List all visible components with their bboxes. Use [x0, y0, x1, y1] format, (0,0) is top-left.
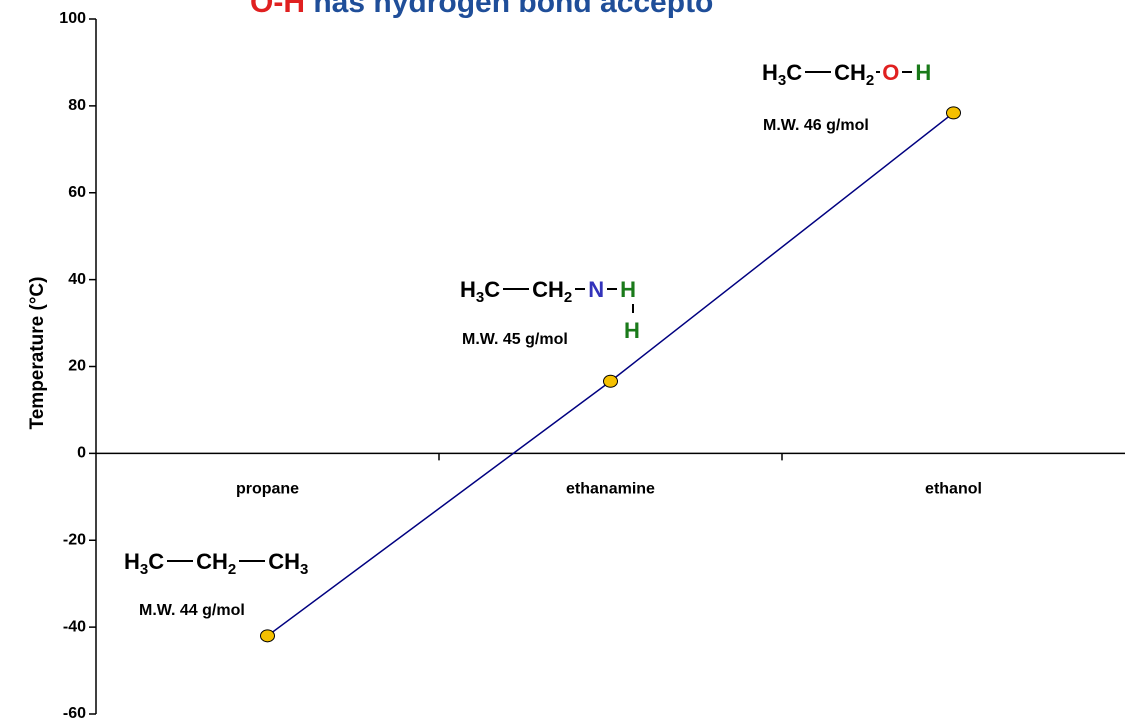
- ethanol-molecular-weight: M.W. 46 g/mol: [763, 117, 869, 134]
- single-bond: [902, 71, 913, 73]
- category-label: ethanamine: [566, 480, 655, 497]
- y-tick-label: 0: [77, 445, 86, 462]
- amine-hydrogen: H: [624, 318, 640, 343]
- series-line: [267, 112, 954, 637]
- hydrogen-atom: H: [620, 277, 637, 302]
- single-bond: [876, 71, 881, 73]
- ethanamine-molecular-weight: M.W. 45 g/mol: [462, 331, 568, 348]
- n-h-bond: [632, 304, 634, 313]
- y-tick-label: 20: [68, 358, 86, 375]
- axes: 100 80 60 40 20 0 -20 -40 -60 propane ethanamine et…: [59, 10, 1125, 722]
- chart-title: O-H has hydrogen bond accepto: [250, 0, 713, 19]
- single-bond: [575, 288, 586, 290]
- chart-title-rest: has hydrogen bond accepto: [305, 0, 713, 19]
- propane-molecular-weight: M.W. 44 g/mol: [139, 602, 245, 619]
- category-label: ethanol: [925, 480, 982, 497]
- y-tick-label: 40: [68, 271, 86, 288]
- single-bond: [239, 560, 266, 562]
- y-tick-label: -20: [63, 531, 86, 548]
- nitrogen-atom: N: [588, 277, 605, 302]
- data-point: [946, 106, 961, 120]
- y-tick-label: 60: [68, 184, 86, 201]
- data-point: [603, 374, 618, 388]
- single-bond: [167, 560, 194, 562]
- y-tick-label: -60: [63, 705, 86, 722]
- single-bond: [805, 71, 832, 73]
- hydrogen-atom: H: [915, 60, 932, 85]
- y-tick-label: 80: [68, 97, 86, 114]
- chart-title-prefix: O-H: [250, 0, 305, 19]
- single-bond: [607, 288, 618, 290]
- y-tick-label: -40: [63, 618, 86, 635]
- chart-marks: [260, 106, 961, 643]
- y-axis-label: Temperature (°C): [27, 277, 48, 430]
- data-point: [260, 629, 275, 643]
- category-label: propane: [236, 480, 299, 497]
- single-bond: [503, 288, 530, 290]
- oxygen-atom: O: [882, 60, 900, 85]
- y-tick-label: 100: [59, 10, 86, 27]
